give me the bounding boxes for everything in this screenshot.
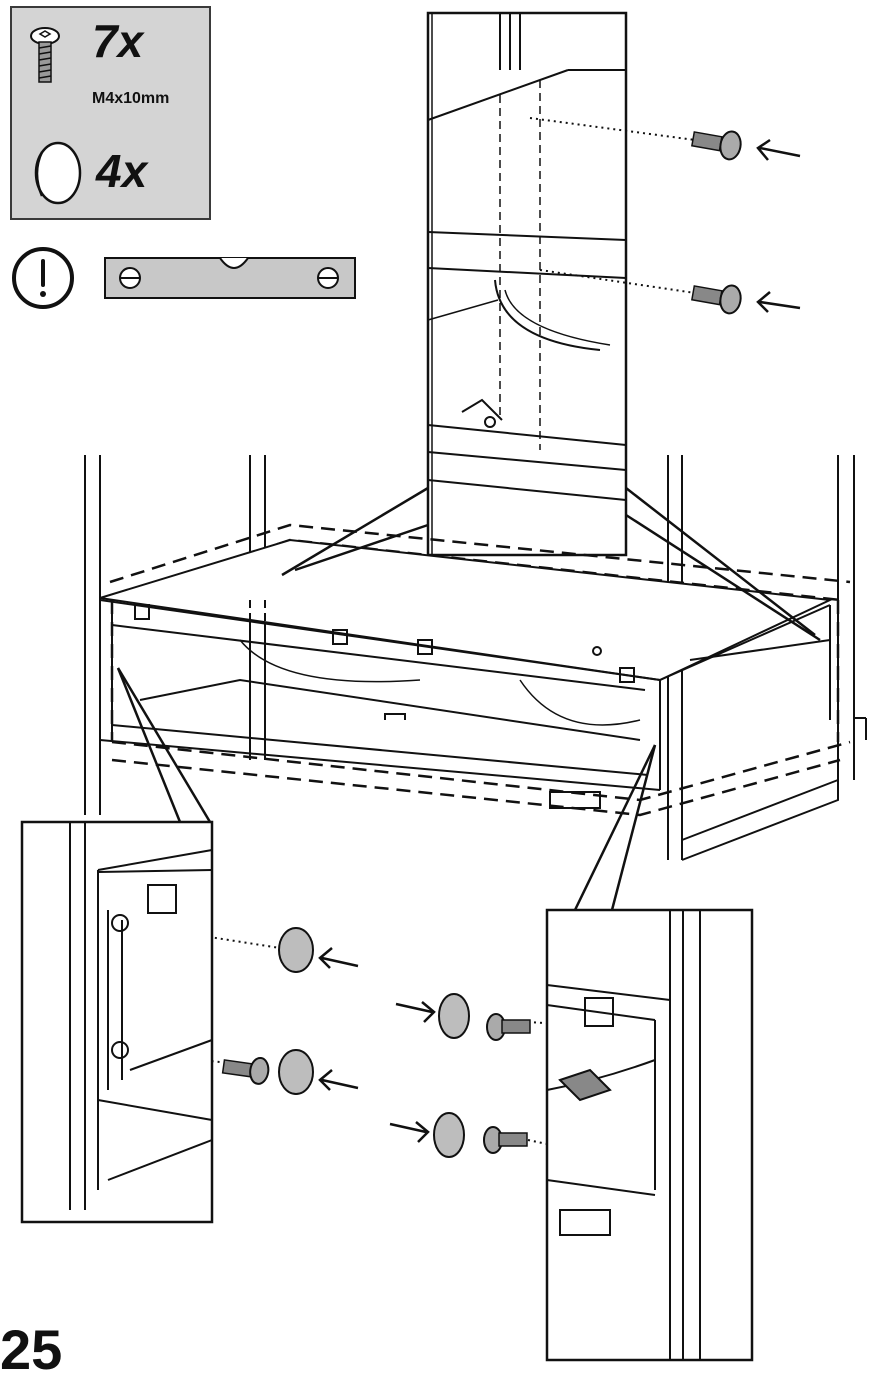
arrow-icon	[389, 1001, 436, 1143]
exclamation-circle-icon	[12, 247, 74, 309]
screw-spec: M4x10mm	[92, 90, 170, 107]
screw-upper	[691, 130, 742, 161]
cover-cap-left-upper	[278, 927, 314, 973]
spirit-level-icon	[104, 257, 356, 299]
cover-cap-right-lower	[433, 1112, 465, 1158]
screw-middle	[691, 284, 742, 315]
zoom-leaders	[116, 486, 821, 911]
cover-cap-right-upper	[438, 993, 470, 1039]
left-detail-callout	[20, 820, 214, 1224]
hood-body	[99, 538, 834, 809]
cap-quantity: 4x	[96, 145, 148, 197]
top-detail-callout	[426, 11, 628, 557]
cover-cap-left-lower	[278, 1049, 314, 1095]
step-number: 25	[0, 1318, 63, 1381]
arrow-icon	[318, 947, 359, 1091]
cover-cap-icon	[34, 141, 82, 205]
right-detail-callout	[545, 908, 754, 1362]
screw-right-lower	[483, 1126, 528, 1154]
screw-left	[221, 1056, 270, 1085]
screw-quantity: 7x	[92, 15, 144, 67]
screw-icon	[30, 27, 60, 83]
screw-right-upper	[486, 1013, 531, 1041]
arrow-icon	[756, 138, 801, 313]
